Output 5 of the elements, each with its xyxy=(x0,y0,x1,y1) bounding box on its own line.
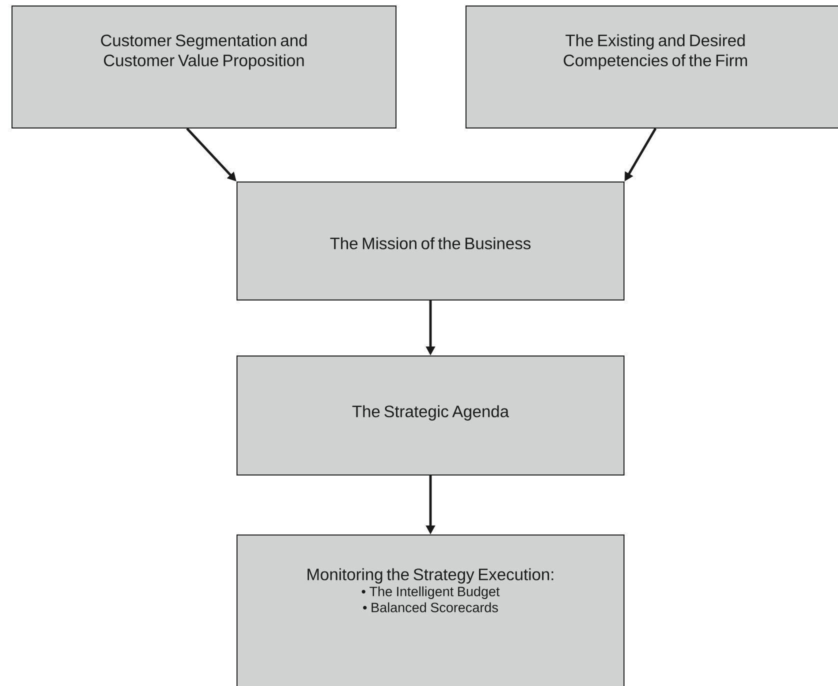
process-box: Monitoring the Strategy Execution: • The Intelligent Budget • Balanced Scorecards xyxy=(236,534,624,686)
process-box: The Strategic Agenda xyxy=(236,356,624,476)
process-box: The Mission of the Business xyxy=(236,182,624,300)
process-box: The Existing and Desired Competencies of the Firm xyxy=(466,6,838,128)
process-box: Customer Segmentation and Customer Value Proposition xyxy=(12,6,396,128)
